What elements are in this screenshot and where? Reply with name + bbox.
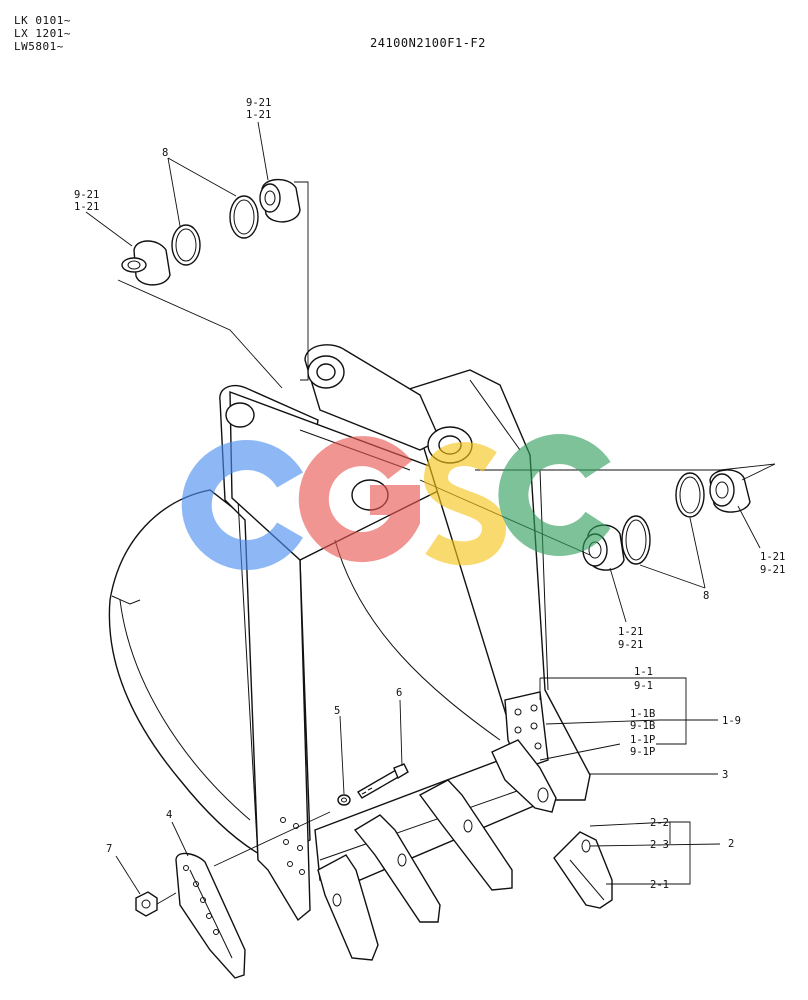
o-ring-left [171, 224, 201, 266]
label-bracket-b: 9-1B [630, 720, 655, 732]
serial-range-lk: LK 0101~ [14, 14, 71, 27]
bucket-body [108, 344, 591, 922]
label-tooth-lock: 2-3 [650, 839, 669, 851]
label-pin-left-b: 1-21 [74, 201, 99, 213]
o-ring-right-a [675, 472, 705, 518]
pin-right [709, 469, 751, 513]
label-pin-top-b: 1-21 [246, 109, 271, 121]
label-oring-right: 8 [703, 590, 709, 602]
o-ring-right-b [621, 515, 651, 565]
callout-labels: 9-21 1-21 8 9-21 1-21 1-21 9-21 1-21 9-2… [74, 97, 785, 891]
pin-top [259, 178, 301, 223]
label-bucket-b: 9-1 [634, 680, 653, 692]
label-bracket-a: 1-1B [630, 708, 655, 720]
washer [337, 794, 351, 806]
watermark-letter-c1 [181, 440, 303, 570]
label-oring-top: 8 [162, 147, 168, 159]
nut [135, 891, 158, 917]
watermark [181, 434, 611, 570]
label-tooth-point: 2-1 [650, 879, 669, 891]
label-pin-top-a: 9-21 [246, 97, 271, 109]
side-plate [175, 852, 246, 979]
label-side-plate: 4 [166, 809, 172, 821]
label-washer: 5 [334, 705, 340, 717]
label-bucket-a: 1-1 [634, 666, 653, 678]
label-pin-mid-b: 9-21 [618, 639, 643, 651]
leader-lines [85, 121, 776, 895]
label-pin-right-b: 9-21 [760, 564, 785, 576]
label-tooth-pin: 2-2 [650, 817, 669, 829]
label-side-cutter: 3 [722, 769, 728, 781]
label-assembly-ref: 1-9 [722, 715, 741, 727]
serial-range-lw: LW5801~ [14, 40, 64, 53]
watermark-letter-g [298, 436, 420, 562]
watermark-letter-c2 [498, 434, 611, 556]
o-ring-top [229, 195, 259, 239]
label-nut: 7 [106, 843, 112, 855]
pin-left [121, 240, 171, 286]
label-pin-right-a: 1-21 [760, 551, 785, 563]
watermark-letter-s [423, 442, 507, 566]
bucket-teeth [317, 739, 557, 961]
drawing-number: 24100N2100F1-F2 [370, 36, 486, 50]
loose-tooth [553, 831, 613, 909]
label-adapter-b: 9-1P [630, 746, 655, 758]
label-bolt: 6 [396, 687, 402, 699]
label-pin-left-a: 9-21 [74, 189, 99, 201]
label-pin-mid-a: 1-21 [618, 626, 643, 638]
label-adapter-a: 1-1P [630, 734, 655, 746]
label-tooth-assembly: 2 [728, 838, 734, 850]
bolt [357, 763, 409, 799]
serial-range-lx: LX 1201~ [14, 27, 71, 40]
